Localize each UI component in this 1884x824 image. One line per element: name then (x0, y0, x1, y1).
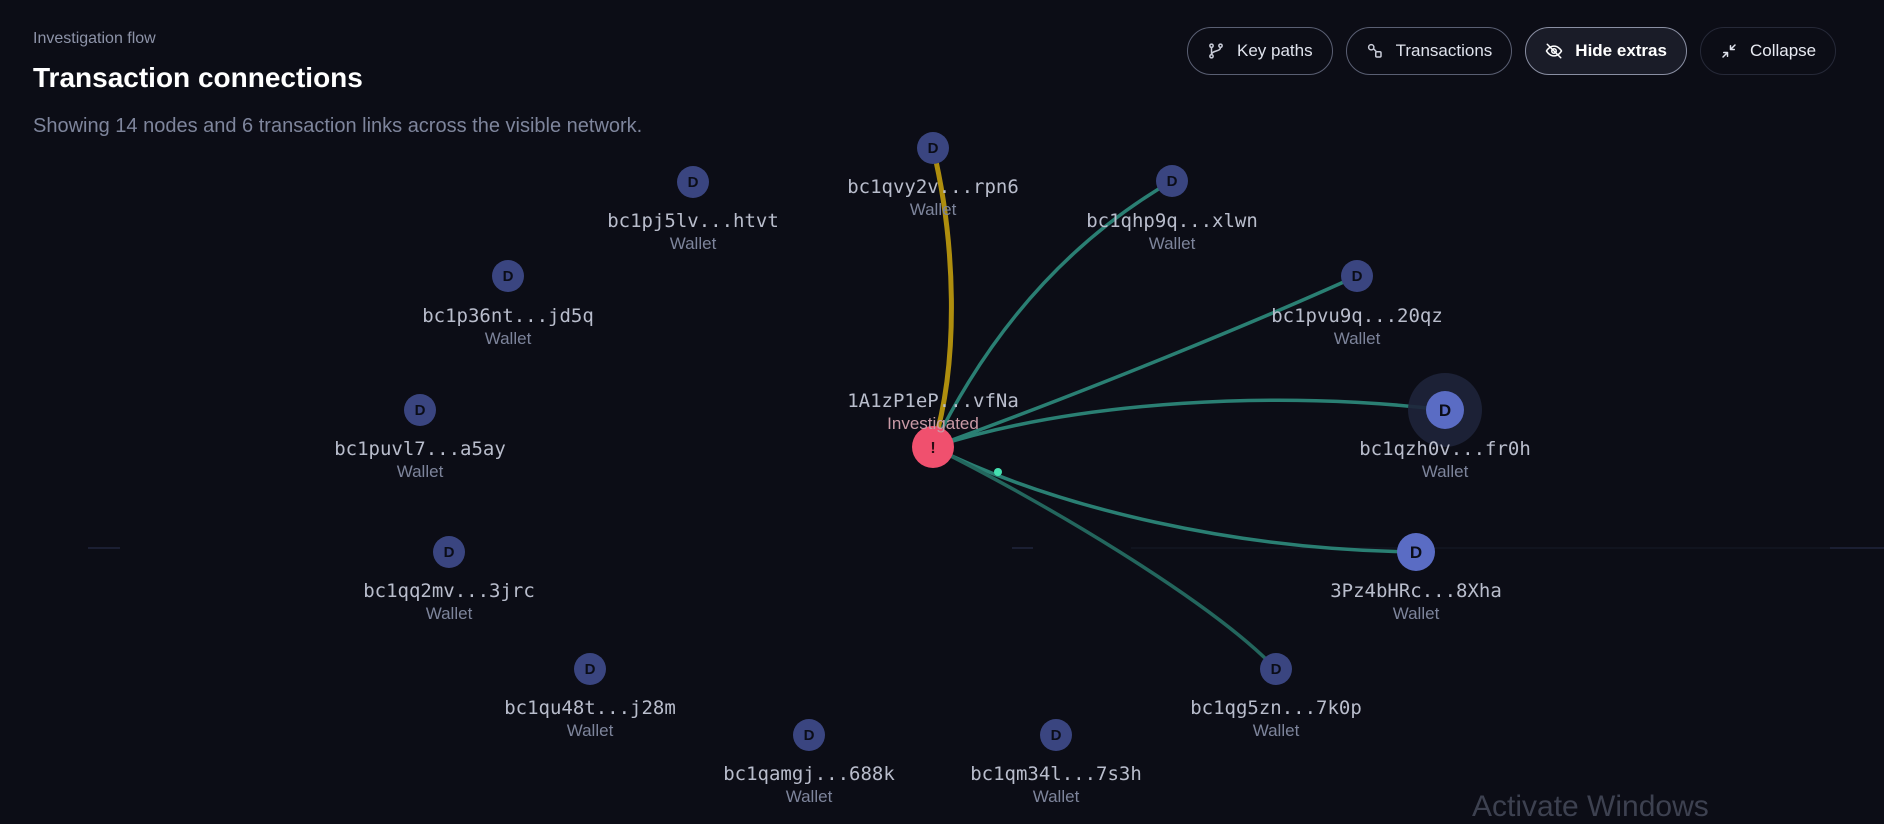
link-3pz4b (931, 445, 1418, 554)
svg-text:D: D (1167, 173, 1178, 190)
page-title: Transaction connections (33, 62, 363, 93)
hide-extras-label: Hide extras (1575, 41, 1667, 60)
node-label: bc1qq2mv...3jrc Wallet (363, 580, 535, 625)
node-label: bc1qamgj...688k Wallet (723, 763, 895, 808)
svg-text:D: D (585, 661, 596, 678)
node-address: 3Pz4bHRc...8Xha (1330, 580, 1502, 602)
node-label: bc1qvy2v...rpn6 Wallet (847, 176, 1019, 221)
node-label: bc1puvl7...a5ay Wallet (334, 438, 506, 483)
svg-text:D: D (688, 174, 699, 191)
collapse-label: Collapse (1749, 41, 1817, 60)
collapse-button[interactable]: Collapse (1699, 27, 1837, 75)
node-address: bc1qamgj...688k (723, 763, 895, 785)
node-address: bc1pvu9q...20qz (1271, 305, 1443, 327)
transactions-button[interactable]: Transactions (1345, 27, 1513, 75)
node-type: Wallet (1252, 721, 1300, 740)
transactions-icon (1367, 43, 1382, 58)
node-type: Wallet (909, 200, 957, 219)
node-type: Wallet (1148, 234, 1196, 253)
wallet-node[interactable]: D (492, 260, 524, 292)
wallet-nodes: D D D D D D D D D D D D D (404, 132, 1464, 751)
node-address: bc1qm34l...7s3h (970, 763, 1142, 785)
transaction-links (930, 145, 1447, 671)
node-label: bc1qzh0v...fr0h Wallet (1359, 438, 1531, 483)
transactions-label: Transactions (1395, 41, 1493, 60)
node-label: bc1pvu9q...20qz Wallet (1271, 305, 1443, 350)
node-label: 3Pz4bHRc...8Xha Wallet (1330, 580, 1502, 625)
wallet-node[interactable]: D (1040, 719, 1072, 751)
eyebrow: Investigation flow (33, 30, 156, 47)
node-type: Wallet (484, 329, 532, 348)
node-type: Wallet (1392, 604, 1440, 623)
key-paths-button[interactable]: Key paths (1187, 27, 1333, 75)
wallet-node[interactable]: D (1426, 391, 1464, 429)
node-type: Wallet (425, 604, 473, 623)
node-type: Wallet (1032, 787, 1080, 806)
hide-extras-button[interactable]: Hide extras (1525, 27, 1687, 75)
investigated-node[interactable]: ! (912, 426, 954, 468)
svg-text:D: D (1352, 268, 1363, 285)
center-node-label: 1A1zP1eP...vfNa Investigated (847, 390, 1019, 435)
node-label: bc1pj5lv...htvt Wallet (607, 210, 779, 255)
node-address: bc1qu48t...j28m (504, 697, 676, 719)
node-address: bc1pj5lv...htvt (607, 210, 779, 232)
svg-text:D: D (444, 544, 455, 561)
git-branch-icon (1209, 43, 1223, 59)
node-address: bc1p36nt...jd5q (422, 305, 594, 327)
activate-windows-watermark: Activate Windows (1472, 790, 1709, 823)
node-address: 1A1zP1eP...vfNa (847, 390, 1019, 412)
svg-text:D: D (1051, 727, 1062, 744)
svg-text:D: D (804, 727, 815, 744)
link-qzh0v (931, 398, 1447, 449)
link-qvy2v (930, 145, 954, 450)
node-label: bc1qhp9q...xlwn Wallet (1086, 210, 1258, 255)
link-qhp9q (931, 179, 1174, 449)
node-type: Wallet (1333, 329, 1381, 348)
toolbar: Key paths Transactions Hide extras Colla… (1187, 27, 1837, 75)
wallet-node[interactable]: D (574, 653, 606, 685)
node-type: Wallet (566, 721, 614, 740)
wallet-node[interactable]: D (433, 536, 465, 568)
eye-off-icon (1545, 43, 1563, 59)
node-address: bc1qq2mv...3jrc (363, 580, 535, 602)
svg-text:D: D (1439, 401, 1451, 420)
node-label: bc1qu48t...j28m Wallet (504, 697, 676, 742)
node-label: bc1p36nt...jd5q Wallet (422, 305, 594, 350)
svg-text:D: D (1271, 661, 1282, 678)
alert-icon: ! (930, 440, 935, 457)
node-type: Wallet (1421, 462, 1469, 481)
node-address: bc1qhp9q...xlwn (1086, 210, 1258, 232)
wallet-node[interactable]: D (677, 166, 709, 198)
node-address: bc1qvy2v...rpn6 (847, 176, 1019, 198)
svg-text:D: D (1410, 543, 1422, 562)
link-pvu9q (931, 274, 1359, 449)
node-type: Wallet (785, 787, 833, 806)
node-label: bc1qm34l...7s3h Wallet (970, 763, 1142, 808)
wallet-node[interactable]: D (404, 394, 436, 426)
page-subtitle: Showing 14 nodes and 6 transaction links… (33, 115, 643, 137)
collapse-icon (1722, 44, 1736, 58)
node-address: bc1qzh0v...fr0h (1359, 438, 1531, 460)
link-marker (994, 468, 1002, 476)
svg-text:D: D (415, 402, 426, 419)
node-address: bc1qg5zn...7k0p (1190, 697, 1362, 719)
node-label: bc1qg5zn...7k0p Wallet (1190, 697, 1362, 742)
node-type: Investigated (887, 414, 979, 433)
node-address: bc1puvl7...a5ay (334, 438, 506, 460)
wallet-node[interactable]: D (1260, 653, 1292, 685)
link-qg5zn (931, 445, 1278, 671)
node-type: Wallet (396, 462, 444, 481)
wallet-node[interactable]: D (1341, 260, 1373, 292)
svg-text:D: D (928, 140, 939, 157)
wallet-node[interactable]: D (1156, 165, 1188, 197)
wallet-node[interactable]: D (917, 132, 949, 164)
wallet-node[interactable]: D (1397, 533, 1435, 571)
wallet-node[interactable]: D (793, 719, 825, 751)
key-paths-label: Key paths (1237, 41, 1313, 60)
node-type: Wallet (669, 234, 717, 253)
svg-text:D: D (503, 268, 514, 285)
